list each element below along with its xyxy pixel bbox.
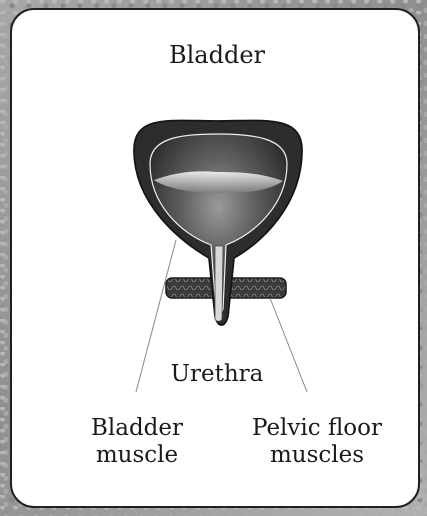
pelvic-floor-muscles-label: Pelvic floor muscles <box>232 415 402 469</box>
diagram-card: Bladder Urethra Bladder muscle Pelvic fl… <box>10 8 420 508</box>
urethra-channel <box>215 246 223 321</box>
diagram-title: Bladder <box>12 42 420 69</box>
urethra-label: Urethra <box>12 361 420 388</box>
bladder-muscle-label: Bladder muscle <box>82 415 192 469</box>
